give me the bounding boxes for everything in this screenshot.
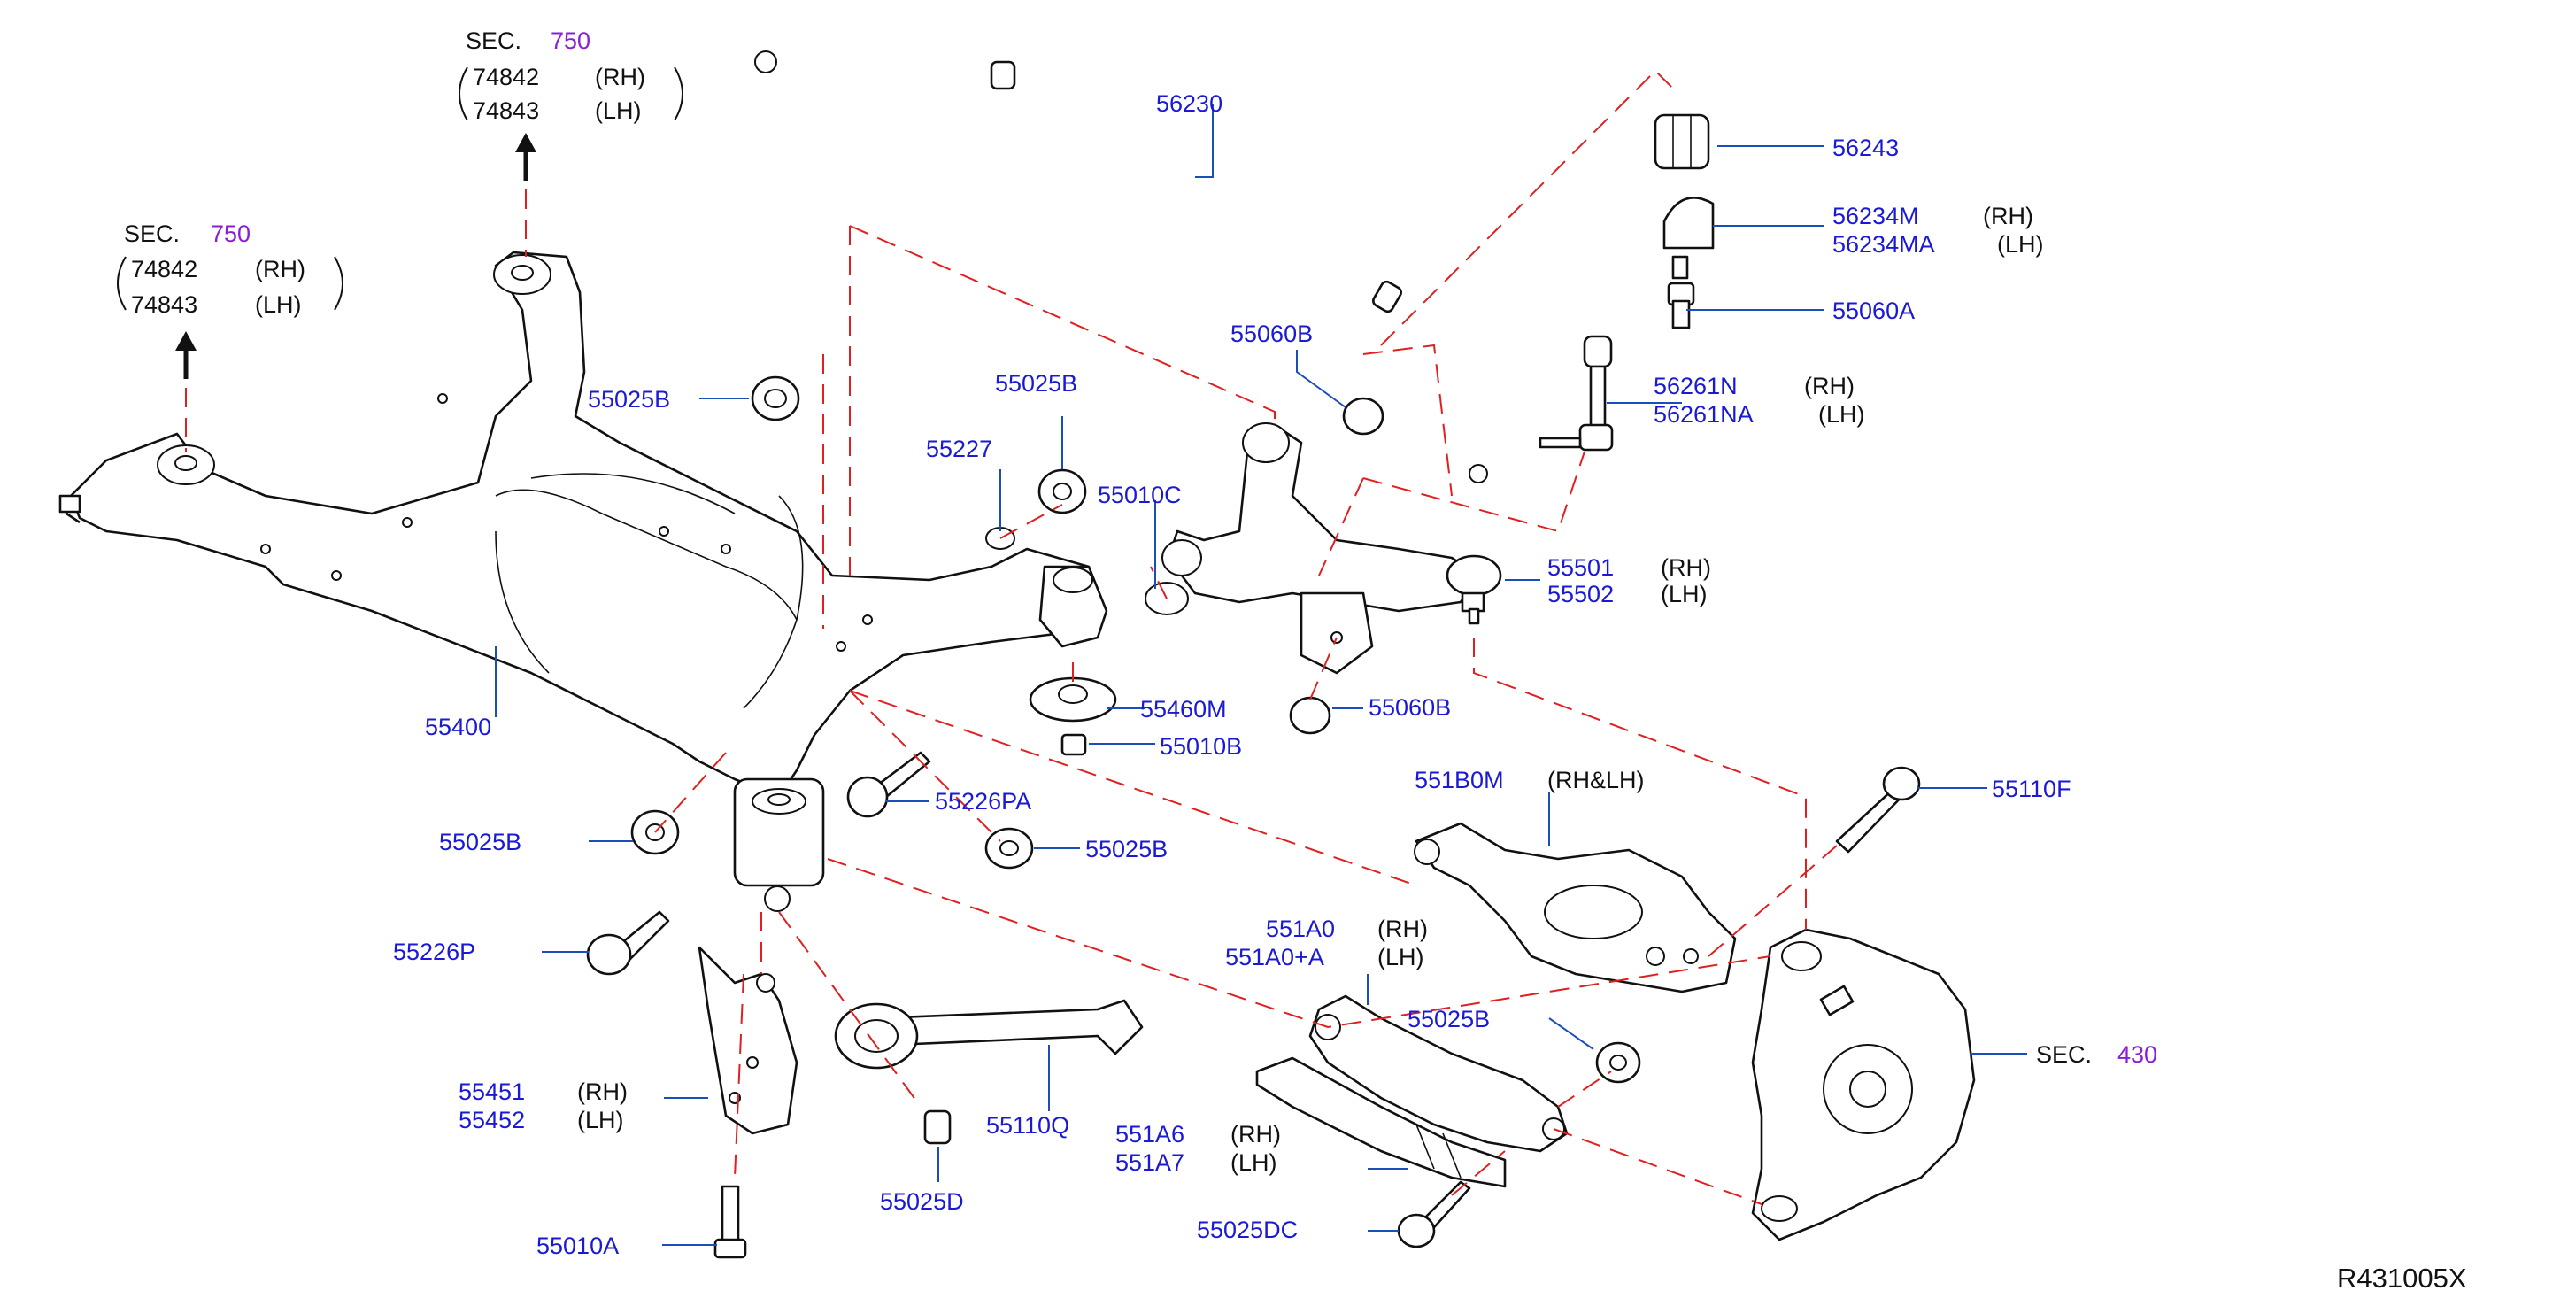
- side-label: (LH): [595, 97, 642, 124]
- part-number: 74843: [131, 291, 197, 318]
- side-lh: (LH): [1661, 581, 1708, 607]
- sec-label: SEC.: [2036, 1041, 2092, 1068]
- part-number: 74842: [131, 256, 197, 282]
- part-55226P: 55226P: [393, 939, 475, 965]
- part-551B0M: 551B0M: [1415, 767, 1504, 793]
- upper-arm-55501-drawing: [1161, 422, 1502, 675]
- sec-430-callout: SEC. 430: [2036, 1041, 2157, 1068]
- part-55025B: 55025B: [439, 829, 521, 855]
- part-56234M: 56234M: [1832, 203, 1919, 229]
- part-551A7: 551A7: [1115, 1149, 1184, 1176]
- part-55025DC: 55025DC: [1197, 1217, 1298, 1243]
- bushing-clamp-drawings: [1539, 113, 1715, 452]
- part-55025B: 55025B: [995, 370, 1077, 397]
- part-55110F: 55110F: [1992, 776, 2071, 802]
- part-55110Q: 55110Q: [986, 1112, 1069, 1139]
- part-55502: 55502: [1547, 581, 1614, 607]
- part-number: 74842: [473, 64, 539, 90]
- part-55400: 55400: [425, 714, 491, 740]
- part-55451: 55451: [459, 1078, 525, 1105]
- side-lh: (LH): [1818, 401, 1865, 428]
- part-551A0+A: 551A0+A: [1225, 944, 1324, 970]
- part-55460M: 55460M: [1140, 696, 1227, 723]
- part-55025D: 55025D: [880, 1188, 964, 1215]
- part-56261N: 56261N: [1654, 373, 1738, 399]
- lower-link-551A0-drawing: [1255, 994, 1569, 1188]
- sec-number: 750: [211, 220, 251, 247]
- part-55060B: 55060B: [1230, 321, 1313, 347]
- sec-750-callout-top: SEC. 750 74842 (RH) 74843 (LH): [466, 27, 645, 124]
- leader-lines: [495, 104, 2027, 1246]
- part-labels: 56230 56243 56234M (RH) 56234MA (LH) 550…: [393, 90, 2071, 1259]
- toe-link-55110Q-drawing: [834, 999, 1144, 1145]
- part-55501: 55501: [1547, 554, 1614, 581]
- sec-750-callout-left: SEC. 750 74842 (RH) 74843 (LH): [124, 220, 305, 318]
- side-rh: (RH): [1804, 373, 1855, 399]
- knuckle-sec430-drawing: [1751, 928, 1976, 1241]
- callout-brackets: [117, 66, 683, 311]
- assembly-lines: [185, 69, 1838, 1205]
- arrows: [175, 133, 536, 379]
- bushing-55460M-drawing: [1029, 565, 1117, 756]
- part-number: 74843: [473, 97, 539, 124]
- part-56261NA: 56261NA: [1654, 401, 1754, 428]
- diagram-code: R431005X: [2337, 1263, 2467, 1294]
- part-56230: 56230: [1156, 90, 1222, 117]
- sec-number: 750: [551, 27, 590, 54]
- side-rh-lh: (RH&LH): [1547, 767, 1645, 793]
- part-55060B: 55060B: [1369, 694, 1451, 721]
- part-55025B: 55025B: [1085, 836, 1168, 862]
- side-rh: (RH): [1983, 203, 2033, 229]
- side-lh: (LH): [1377, 944, 1424, 970]
- part-551A6: 551A6: [1115, 1121, 1184, 1148]
- side-label: (RH): [595, 64, 645, 90]
- side-label: (RH): [255, 256, 305, 282]
- lower-arm-551B0M-drawing: [1414, 822, 1737, 993]
- part-551A0: 551A0: [1266, 916, 1335, 942]
- side-lh: (LH): [577, 1107, 624, 1133]
- part-56234MA: 56234MA: [1832, 231, 1935, 258]
- side-lh: (LH): [1997, 231, 2044, 258]
- part-55226PA: 55226PA: [935, 788, 1031, 815]
- part-55227: 55227: [926, 436, 992, 462]
- part-55025B: 55025B: [588, 386, 670, 413]
- part-55025B: 55025B: [1408, 1006, 1490, 1032]
- sec-label: SEC.: [124, 220, 180, 247]
- part-55060A: 55060A: [1832, 298, 1915, 324]
- side-rh: (RH): [1230, 1121, 1281, 1148]
- part-55452: 55452: [459, 1107, 525, 1133]
- part-56243: 56243: [1832, 135, 1899, 161]
- side-label: (LH): [255, 291, 302, 318]
- part-55010C: 55010C: [1098, 482, 1182, 508]
- part-55010A: 55010A: [536, 1233, 619, 1259]
- rear-subframe-55400-drawing: [58, 251, 1099, 912]
- side-lh: (LH): [1230, 1149, 1277, 1176]
- sec-label: SEC.: [466, 27, 521, 54]
- side-rh: (RH): [1377, 916, 1428, 942]
- part-55010B: 55010B: [1160, 733, 1242, 760]
- side-rh: (RH): [577, 1078, 628, 1105]
- bracket-55451-drawing: [698, 946, 798, 1259]
- side-rh: (RH): [1661, 554, 1711, 581]
- sec-number: 430: [2117, 1041, 2157, 1068]
- bolts-nuts-drawings: [586, 375, 1921, 1248]
